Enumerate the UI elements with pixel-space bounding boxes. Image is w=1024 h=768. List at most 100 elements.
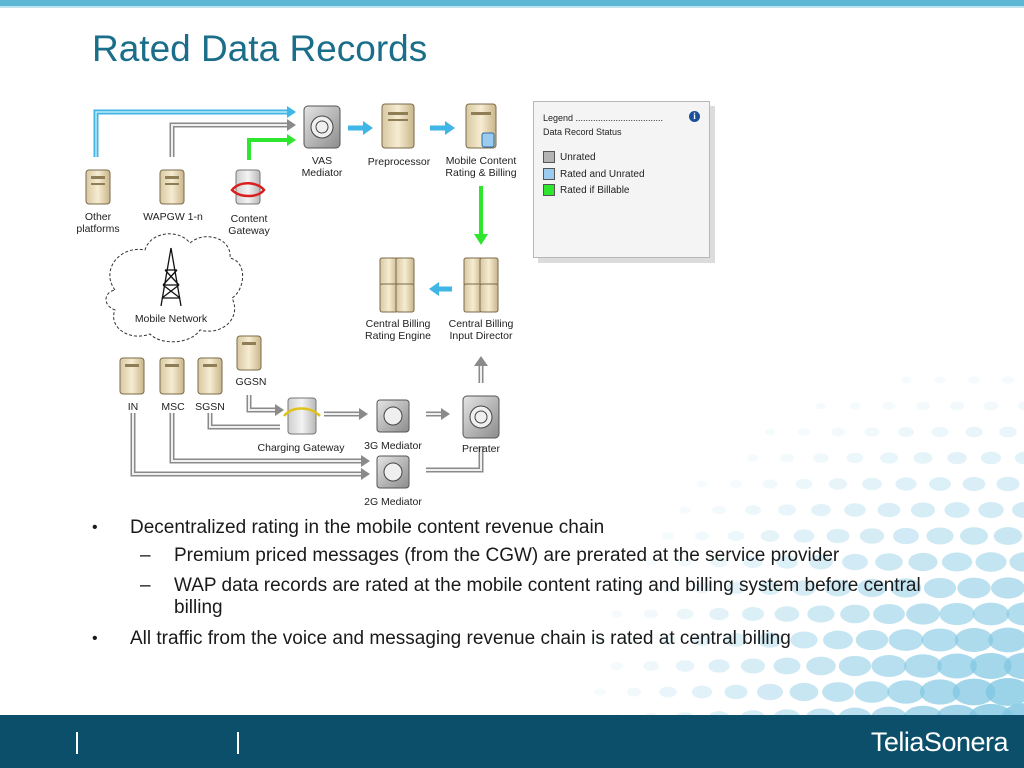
decorative-dot: [789, 682, 819, 702]
decorative-dot: [859, 528, 885, 544]
decorative-dot: [831, 427, 845, 437]
decorative-dot: [758, 581, 782, 595]
decorative-dot: [709, 607, 729, 621]
decorative-dot: [949, 401, 965, 411]
legend-item-rated-billable: Rated if Billable: [543, 184, 629, 196]
edge-other-to-vas: [93, 106, 296, 157]
decorative-dot: [1006, 602, 1024, 626]
brand-logo: TeliaSonera: [870, 727, 1009, 757]
decorative-dot: [729, 479, 743, 489]
decorative-dot: [725, 633, 747, 647]
swatch-green: [543, 184, 555, 196]
decorative-dot: [1014, 451, 1024, 465]
footer-separator: [237, 732, 239, 754]
edge-sgsn-to-chg: [207, 413, 280, 430]
svg-text:Charging Gateway: Charging Gateway: [258, 442, 346, 454]
edge-2g-to-prerater: [426, 446, 484, 473]
swatch-blue: [543, 168, 555, 180]
decorative-dot: [694, 531, 710, 541]
decorative-dot: [659, 686, 677, 698]
top-accent-bar: [0, 0, 1024, 6]
legend-item-rated-unrated: Rated and Unrated: [543, 168, 645, 180]
top-accent-line: [0, 6, 1024, 8]
svg-text:MSC: MSC: [161, 401, 185, 413]
decorative-dot: [975, 552, 1007, 572]
bullet-marker: •: [92, 630, 98, 647]
decorative-dot: [594, 636, 606, 644]
decorative-dot: [662, 532, 674, 540]
decorative-dot: [1002, 376, 1014, 384]
decorative-dot: [643, 609, 659, 619]
bullet-list: • Decentralized rating in the mobile con…: [92, 516, 962, 656]
decorative-dot: [857, 578, 887, 598]
decorative-dot: [846, 452, 864, 464]
node-preprocessor: Preprocessor: [368, 103, 431, 168]
decorative-dot: [773, 657, 801, 675]
svg-text:Prerater: Prerater: [462, 443, 500, 455]
decorative-dot: [727, 530, 745, 542]
decorative-dot: [724, 684, 748, 700]
bullet-marker: •: [92, 519, 98, 536]
decorative-dot: [710, 556, 728, 568]
decorative-dot: [1012, 501, 1024, 519]
decorative-dot: [978, 502, 1004, 518]
decorative-dot: [855, 629, 889, 651]
decorative-dot: [842, 553, 868, 571]
decorative-dot: [900, 376, 912, 384]
decorative-dot: [740, 658, 766, 674]
decorative-dot: [780, 453, 794, 463]
decorative-dot: [999, 426, 1017, 438]
legend-item-label: Unrated: [560, 151, 596, 163]
decorative-dot: [807, 605, 835, 623]
decorative-dot: [906, 603, 940, 625]
decorative-dot: [959, 527, 989, 545]
decorative-dot: [791, 580, 817, 596]
decorative-dot: [1017, 401, 1024, 411]
decorative-dot: [660, 583, 676, 593]
decorative-dot: [1009, 552, 1024, 572]
edge-chg-to-3g: [324, 408, 368, 420]
sub-bullet-item: – WAP data records are rated at the mobi…: [92, 575, 934, 619]
sub-bullet-marker: –: [140, 545, 151, 566]
antenna-tower-icon: [160, 247, 182, 307]
decorative-dot: [952, 678, 996, 706]
decorative-dot: [811, 503, 831, 517]
bullet-item: • Decentralized rating in the mobile con…: [92, 516, 962, 539]
decorative-dot: [873, 604, 905, 624]
decorative-dot: [626, 687, 642, 697]
decorative-dot: [880, 452, 898, 464]
decorative-dot: [776, 555, 798, 569]
decorative-dot: [864, 427, 880, 437]
decorative-dot: [747, 454, 759, 462]
decorative-dot: [643, 661, 659, 671]
decorative-dot: [954, 627, 994, 653]
bullet-item: • All traffic from the voice and messagi…: [92, 627, 962, 650]
sub-bullet-text: Premium priced messages (from the CGW) a…: [174, 545, 840, 566]
edge-wapgw-to-vas: [169, 119, 296, 157]
edge-mcrb-to-cbid: [474, 186, 488, 245]
decorative-dot: [627, 635, 641, 645]
decorative-dot: [887, 680, 925, 704]
decorative-dot: [726, 581, 746, 595]
decorative-dot: [968, 376, 980, 384]
decorative-dot: [931, 426, 949, 438]
decorative-dot: [806, 656, 836, 676]
node-prerater: Prerater: [462, 395, 500, 455]
decorative-dot: [677, 557, 693, 567]
decorative-dot: [970, 652, 1012, 680]
decorative-dot: [691, 685, 713, 699]
decorative-dot: [790, 631, 818, 649]
mobile-network-label: Mobile Network: [135, 313, 208, 325]
decorative-dot: [828, 478, 848, 490]
decorative-dot: [888, 629, 924, 651]
decorative-dot: [675, 660, 695, 672]
decorative-dot: [840, 604, 870, 624]
decorative-dot: [778, 504, 796, 516]
decorative-dot: [921, 628, 959, 652]
